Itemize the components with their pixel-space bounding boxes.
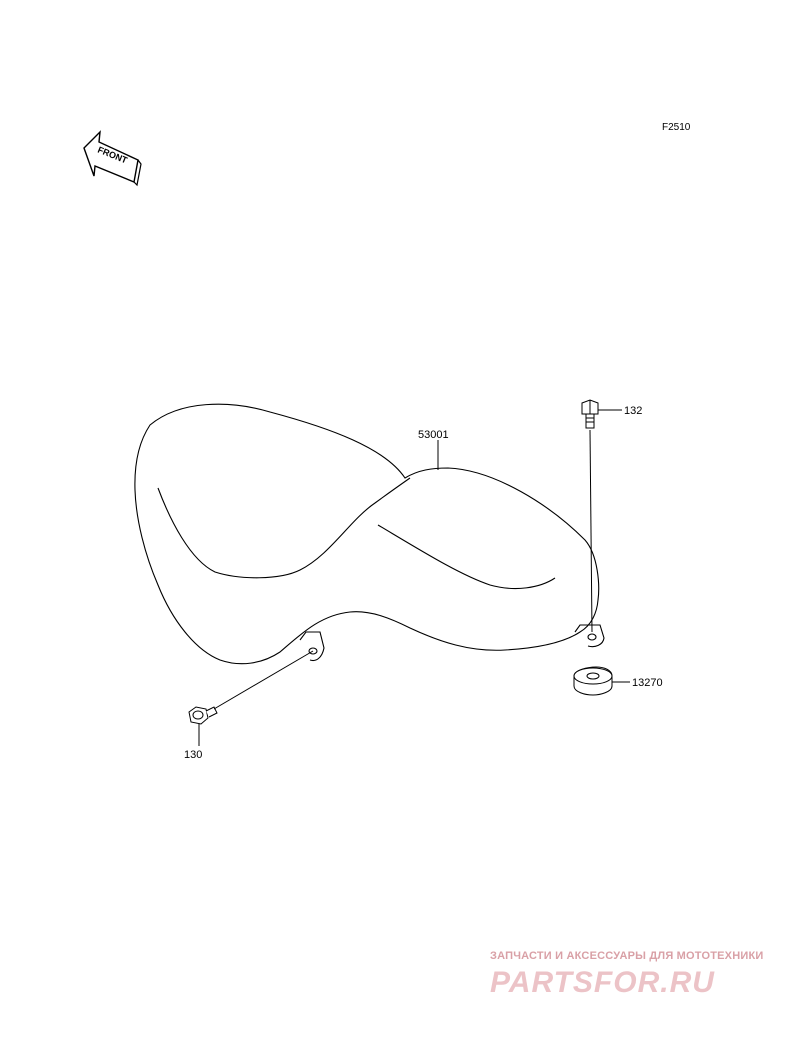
bolt-130-icon (188, 706, 218, 725)
part-label-53001: 53001 (418, 429, 449, 441)
seat-drawing (134, 403, 605, 665)
bolt-132-icon (581, 399, 599, 429)
leader-132-axis (589, 429, 593, 633)
part-label-13270: 13270 (632, 677, 663, 689)
damper-13270-icon (573, 666, 613, 696)
watermark-tagline: ЗАПЧАСТИ И АКСЕССУАРЫ ДЛЯ МОТОТЕХНИКИ (490, 950, 764, 962)
part-label-132: 132 (624, 405, 642, 417)
figure-ref: F2510 (662, 122, 691, 133)
front-arrow-icon: FRONT (83, 130, 142, 187)
leader-130-axis (213, 650, 314, 710)
watermark-logo: PARTSFOR.RU (490, 966, 715, 999)
part-label-130: 130 (184, 749, 202, 761)
